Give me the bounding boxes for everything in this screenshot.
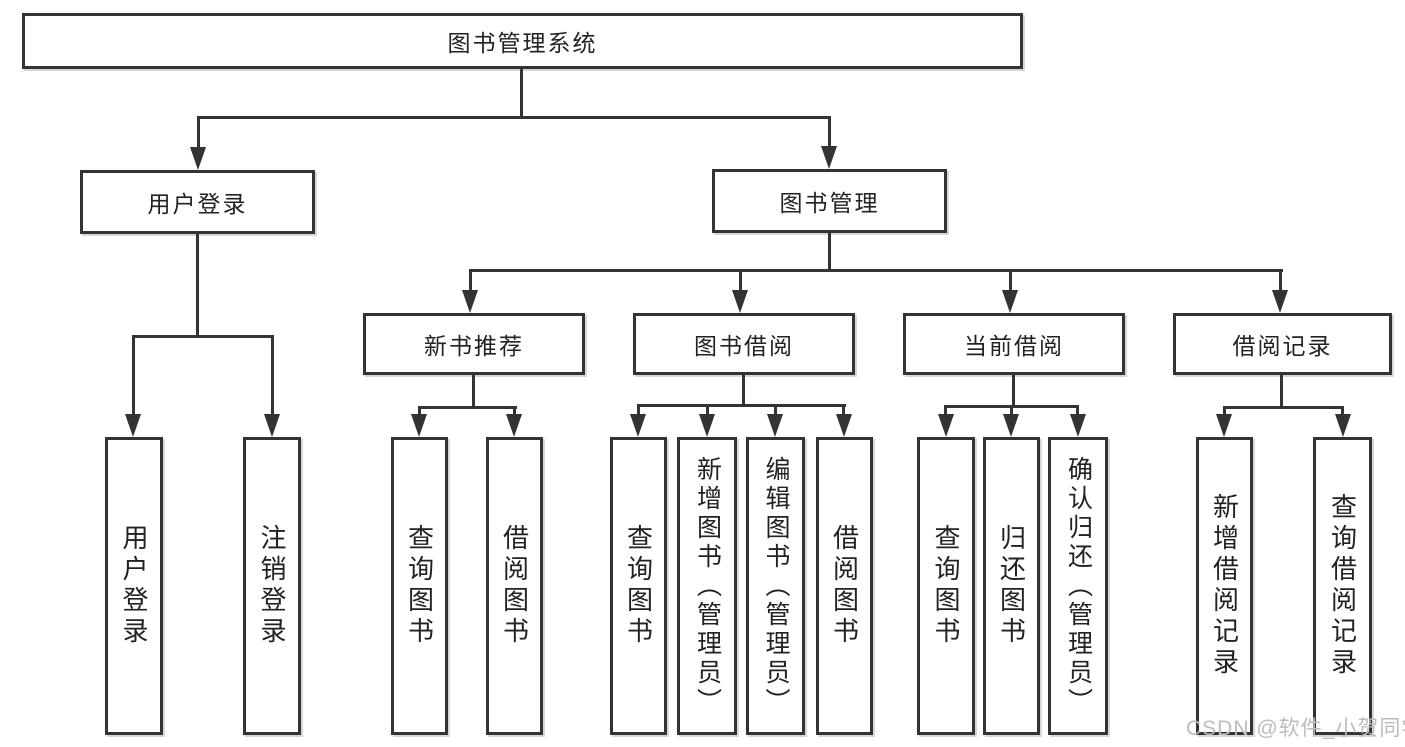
connector-line	[1280, 373, 1283, 409]
arrowhead-down-icon	[1335, 414, 1351, 437]
arrowhead-down-icon	[1003, 414, 1019, 437]
connector-line	[520, 68, 523, 118]
connector-line	[132, 335, 274, 338]
connector-line	[472, 373, 475, 408]
connector-line	[271, 335, 274, 416]
leaf-borrow-borrow-books-label: 借阅图书	[829, 524, 860, 648]
leaf-user-login: 用户登录	[105, 437, 163, 735]
arrowhead-down-icon	[630, 414, 646, 437]
arrowhead-down-icon	[1070, 414, 1086, 437]
arrowhead-down-icon	[1002, 290, 1018, 313]
node-book-borrow-label: 图书借阅	[694, 333, 794, 359]
arrowhead-down-icon	[767, 414, 783, 437]
node-new-book-recommend: 新书推荐	[363, 313, 585, 375]
leaf-user-login-label: 用户登录	[119, 524, 149, 648]
node-root: 图书管理系统	[22, 13, 1023, 69]
node-root-label: 图书管理系统	[447, 30, 598, 56]
leaf-current-query-books-label: 查询图书	[931, 524, 961, 648]
arrowhead-down-icon	[264, 414, 280, 437]
leaf-add-borrow-record: 新增借阅记录	[1196, 437, 1253, 735]
arrowhead-down-icon	[411, 414, 427, 437]
arrowhead-down-icon	[821, 146, 837, 169]
leaf-recommend-borrow-books-label: 借阅图书	[499, 524, 530, 648]
connector-line	[828, 231, 831, 271]
leaf-query-borrow-record: 查询借阅记录	[1313, 437, 1372, 735]
leaf-recommend-borrow-books: 借阅图书	[486, 437, 543, 735]
node-current-borrow: 当前借阅	[903, 313, 1125, 375]
csdn-watermark: CSDN @软件_小贺同学	[1186, 717, 1405, 740]
connector-line	[197, 116, 831, 119]
connector-line	[637, 404, 640, 417]
connector-line	[1076, 405, 1079, 417]
arrowhead-down-icon	[125, 414, 141, 437]
leaf-add-book-admin: 新增图书（管理员）	[677, 437, 737, 735]
node-new-book-recommend-label: 新书推荐	[424, 333, 524, 359]
connector-line	[196, 232, 199, 337]
leaf-confirm-return-admin: 确认归还（管理员）	[1048, 437, 1108, 735]
connector-line	[944, 405, 947, 417]
connector-line	[774, 404, 777, 417]
connector-line	[1012, 373, 1015, 408]
node-book-management: 图书管理	[712, 169, 947, 233]
connector-line	[637, 404, 846, 407]
connector-line	[469, 269, 1283, 272]
node-user-login-label: 用户登录	[147, 191, 248, 217]
connector-line	[739, 269, 742, 294]
arrowhead-down-icon	[1216, 414, 1232, 437]
connector-line	[842, 404, 845, 417]
leaf-logout: 注销登录	[243, 437, 301, 735]
connector-line	[1341, 406, 1344, 417]
arrowhead-down-icon	[938, 414, 954, 437]
node-user-login: 用户登录	[80, 170, 315, 234]
arrowhead-down-icon	[836, 414, 852, 437]
node-borrow-records-label: 借阅记录	[1232, 333, 1333, 359]
arrowhead-down-icon	[506, 414, 522, 437]
connector-line	[469, 269, 472, 294]
leaf-add-borrow-record-label: 新增借阅记录	[1209, 493, 1240, 679]
leaf-borrow-query-books-label: 查询图书	[623, 524, 654, 648]
connector-line	[1010, 405, 1013, 417]
connector-line	[1223, 406, 1226, 417]
connector-line	[197, 116, 200, 150]
leaf-return-books-label: 归还图书	[996, 524, 1027, 648]
connector-line	[418, 406, 517, 409]
leaf-return-books: 归还图书	[983, 437, 1040, 735]
leaf-confirm-return-admin-label: 确认归还（管理员）	[1064, 455, 1093, 717]
leaf-current-query-books: 查询图书	[917, 437, 975, 735]
node-book-management-label: 图书管理	[779, 190, 880, 216]
leaf-query-borrow-record-label: 查询借阅记录	[1327, 493, 1358, 679]
leaf-recommend-query-books-label: 查询图书	[404, 524, 435, 648]
node-borrow-records: 借阅记录	[1173, 313, 1392, 375]
leaf-borrow-borrow-books: 借阅图书	[816, 437, 873, 735]
connector-line	[828, 116, 831, 150]
connector-line	[132, 335, 135, 416]
arrowhead-down-icon	[190, 147, 206, 170]
connector-line	[418, 406, 421, 417]
leaf-add-book-admin-label: 新增图书（管理员）	[693, 455, 722, 717]
leaf-edit-book-admin: 编辑图书（管理员）	[746, 437, 805, 735]
connector-line	[513, 406, 516, 417]
node-current-borrow-label: 当前借阅	[964, 333, 1064, 359]
leaf-edit-book-admin-label: 编辑图书（管理员）	[762, 455, 790, 717]
connector-line	[1009, 269, 1012, 294]
node-book-borrow: 图书借阅	[633, 313, 855, 375]
connector-line	[1279, 269, 1282, 294]
connector-line	[706, 404, 709, 417]
leaf-logout-label: 注销登录	[257, 524, 287, 648]
connector-line	[742, 373, 745, 407]
leaf-borrow-query-books: 查询图书	[610, 437, 667, 735]
arrowhead-down-icon	[699, 414, 715, 437]
arrowhead-down-icon	[732, 290, 748, 313]
arrowhead-down-icon	[462, 290, 478, 313]
connector-line	[1223, 406, 1344, 409]
arrowhead-down-icon	[1272, 290, 1288, 313]
leaf-recommend-query-books: 查询图书	[391, 437, 448, 735]
